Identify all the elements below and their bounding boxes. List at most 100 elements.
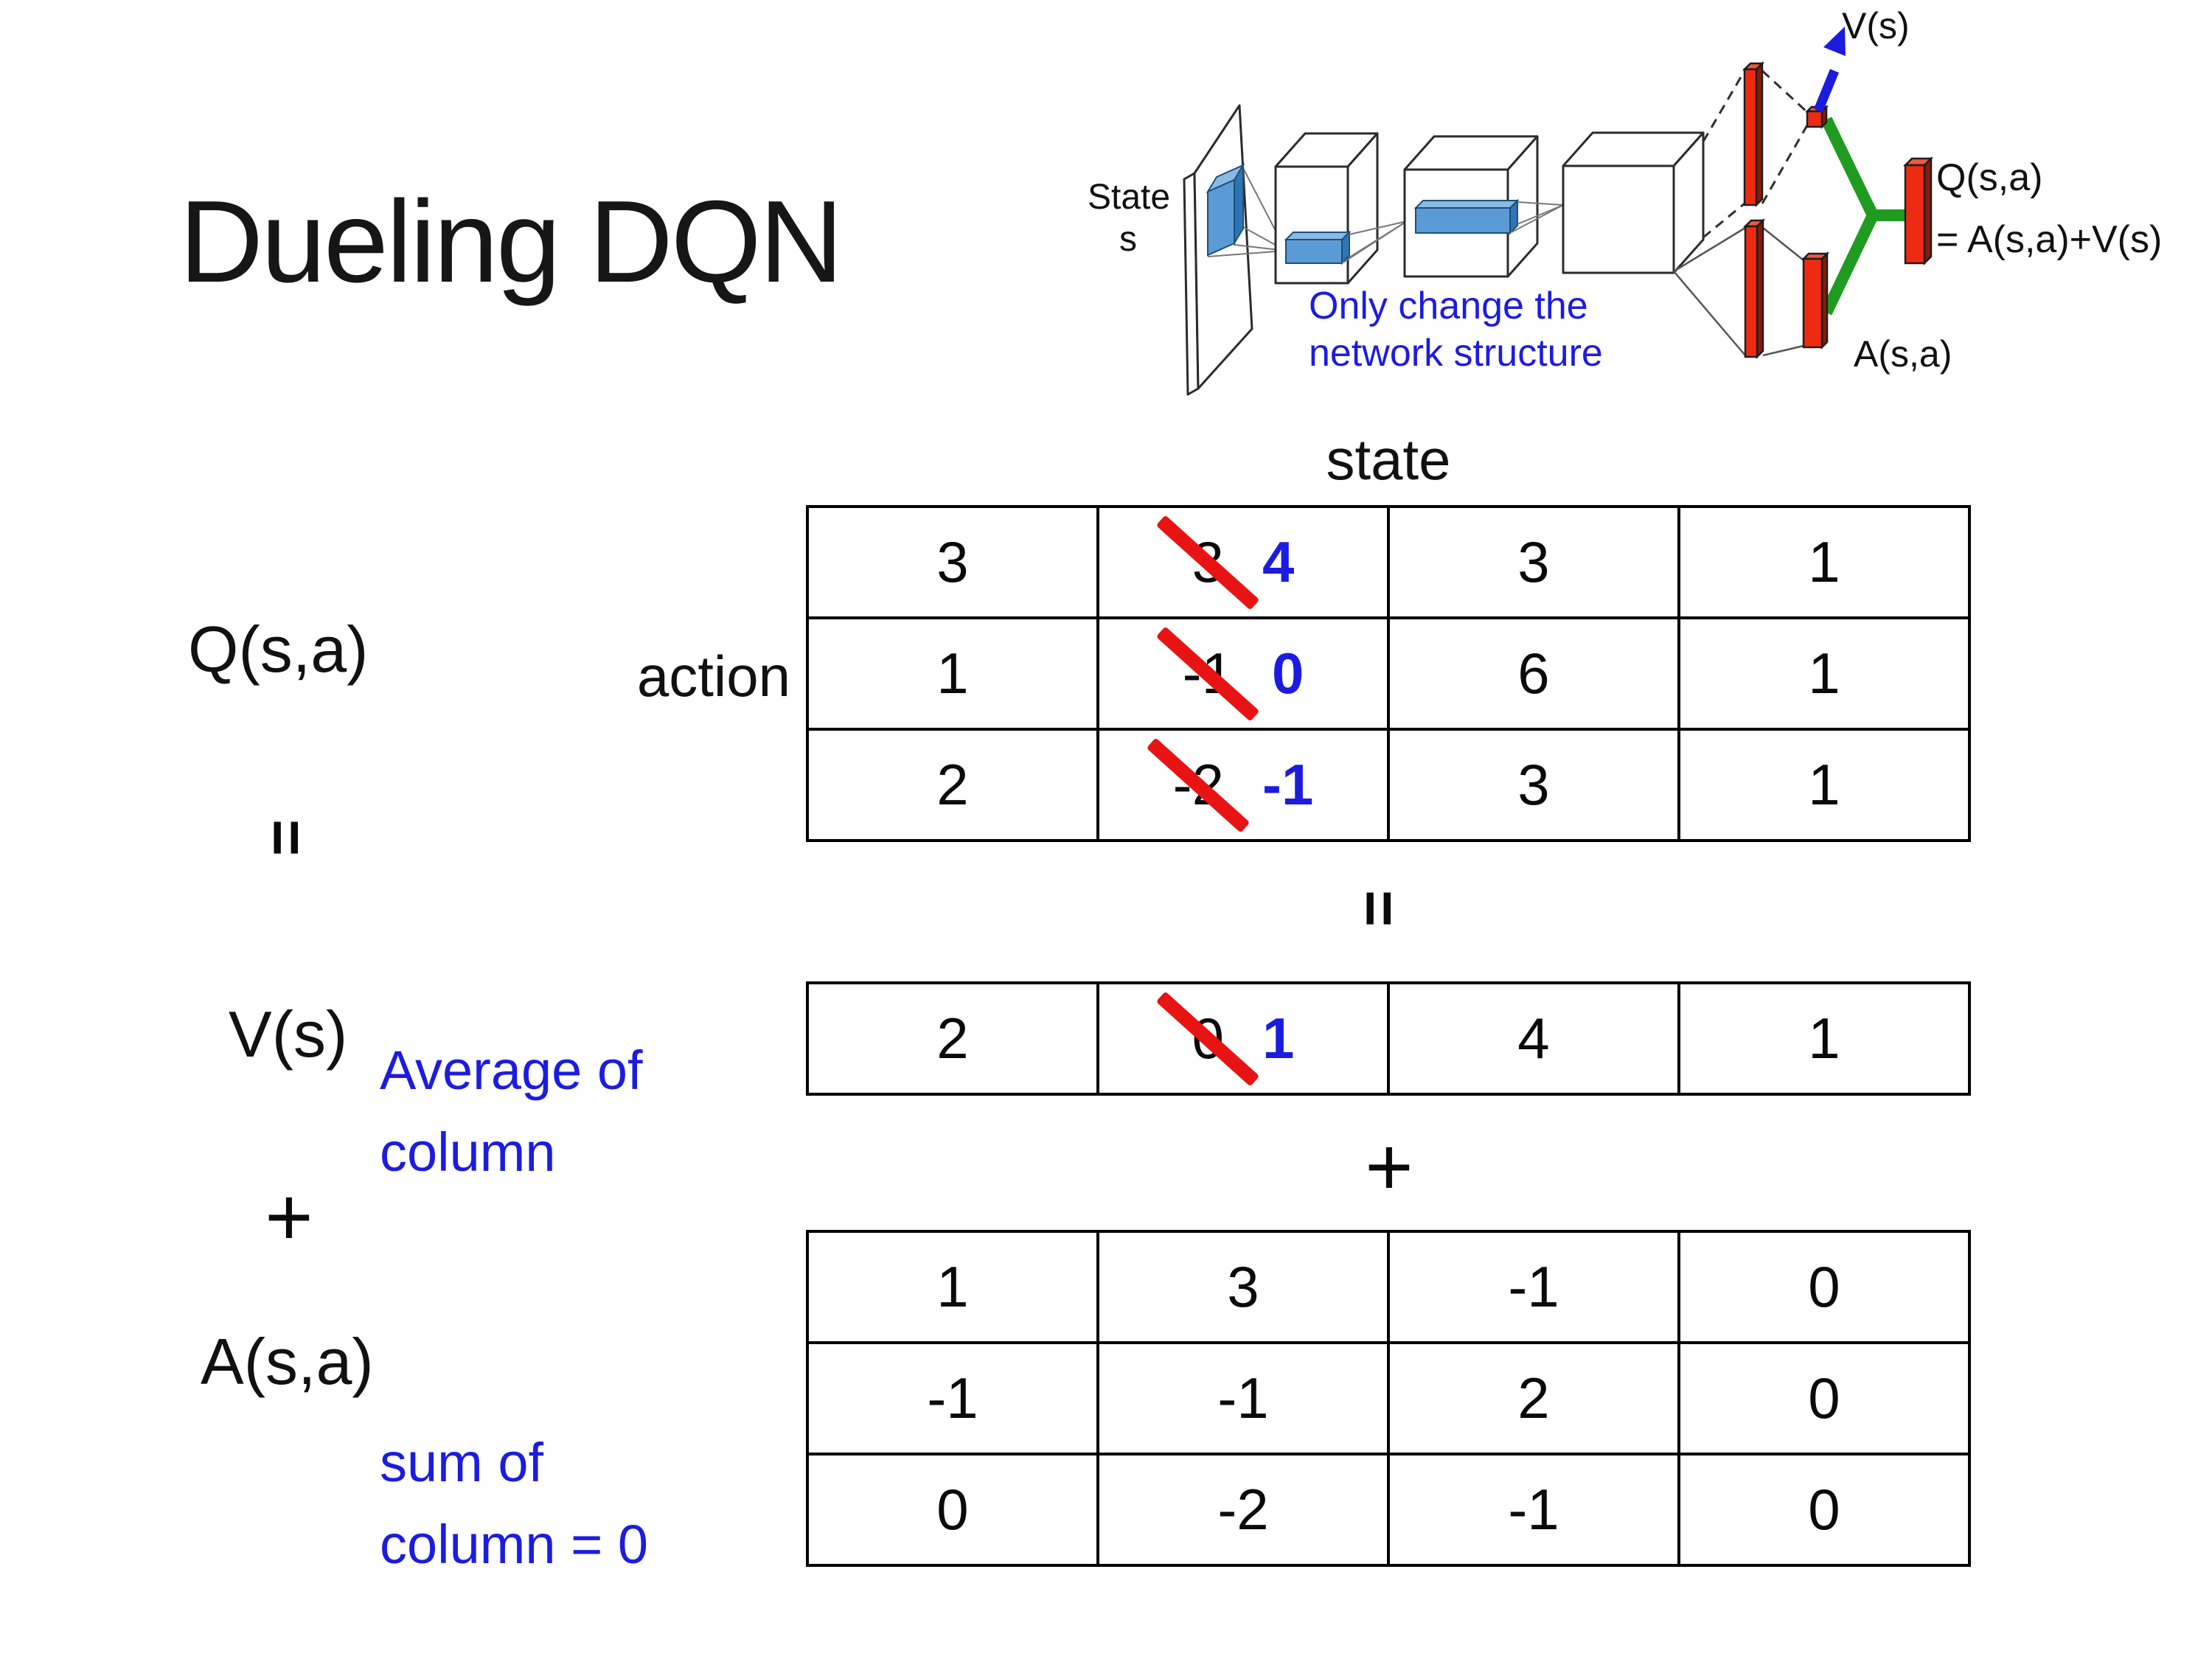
equals-sign-left: = bbox=[251, 818, 322, 857]
table-cell: -1 bbox=[1387, 1230, 1680, 1344]
table-cell: 1 bbox=[1677, 728, 1971, 842]
table-cell: 2 bbox=[806, 728, 1099, 842]
sum-note-line2: column = 0 bbox=[380, 1514, 649, 1575]
table-row: 0 -2 -1 0 bbox=[806, 1453, 1971, 1567]
network-diagram: State s V(s) Q(s,a) = A(s,a)+V(s) A(s,a)… bbox=[1088, 5, 2162, 396]
table-row: 2 -2-1 3 1 bbox=[806, 728, 1971, 842]
crossed-value: 0 bbox=[1156, 990, 1260, 1087]
crossed-value: 3 bbox=[1156, 514, 1260, 611]
cell-value: 1 bbox=[936, 1254, 969, 1319]
action-axis-label: action bbox=[636, 644, 790, 709]
equals-sign-center: = bbox=[1343, 889, 1415, 928]
table-cell: 0 bbox=[1677, 1230, 1971, 1344]
table-row: 2 01 4 1 bbox=[806, 981, 1971, 1096]
fan-line bbox=[1509, 204, 1564, 234]
a-matrix-label: A(s,a) bbox=[201, 1325, 374, 1398]
sum-note: sum of column = 0 bbox=[380, 1422, 648, 1585]
feature-bar-1-top bbox=[1284, 232, 1352, 240]
cell-value: 3 bbox=[1517, 529, 1550, 594]
crossed-value: -1 bbox=[1156, 625, 1260, 722]
cell-value: 2 bbox=[936, 1006, 969, 1071]
plus-sign-center: + bbox=[1365, 1120, 1413, 1213]
state-axis-label: state bbox=[1326, 427, 1451, 492]
state-sub-label: s bbox=[1119, 220, 1137, 259]
table-row: 1 3 -1 0 bbox=[806, 1230, 1971, 1344]
conv-box-1 bbox=[1274, 165, 1349, 285]
solid-connection bbox=[1762, 227, 1804, 261]
table-cell: -2 bbox=[1096, 1453, 1390, 1567]
a-table: 1 3 -1 0 -1 -1 2 0 0 -2 -1 0 bbox=[806, 1230, 1971, 1567]
cell-value: 0 bbox=[1808, 1254, 1840, 1319]
cell-value: -1 bbox=[1508, 1477, 1559, 1542]
plus-sign-left: + bbox=[265, 1170, 313, 1263]
cell-value: 1 bbox=[1808, 641, 1840, 706]
value-arrow bbox=[1813, 69, 1840, 113]
table-row: -1 -1 2 0 bbox=[806, 1341, 1971, 1455]
table-cell: 1 bbox=[1677, 616, 1971, 731]
value-node bbox=[1806, 110, 1823, 128]
table-cell: -10 bbox=[1096, 616, 1390, 731]
table-cell: 1 bbox=[806, 616, 1099, 731]
table-cell: 3 bbox=[1387, 505, 1680, 619]
table-cell: 4 bbox=[1387, 981, 1680, 1096]
green-merge-upper bbox=[1820, 116, 1879, 218]
page-title: Dueling DQN bbox=[179, 177, 844, 307]
cell-value: 1 bbox=[936, 641, 969, 706]
fan-line bbox=[1207, 250, 1287, 257]
q-table: 3 34 3 1 1 -10 6 1 2 -2-1 3 1 bbox=[806, 505, 1971, 842]
vs-output-label: V(s) bbox=[1842, 5, 1910, 46]
cell-value: 3 bbox=[936, 529, 969, 594]
cell-value: 1 bbox=[1808, 529, 1840, 594]
q-matrix-label: Q(s,a) bbox=[188, 613, 369, 686]
dashed-connection bbox=[1702, 70, 1746, 142]
cell-value: 1 bbox=[1808, 752, 1840, 817]
table-cell: 0 bbox=[806, 1453, 1099, 1567]
q-output-bar-side bbox=[1923, 156, 1933, 266]
table-cell: 3 bbox=[1387, 728, 1680, 842]
conv-kernel-side bbox=[1234, 162, 1244, 246]
new-value: -1 bbox=[1262, 752, 1314, 817]
q-output-label-line2: = A(s,a)+V(s) bbox=[1936, 218, 2162, 261]
table-row: 1 -10 6 1 bbox=[806, 616, 1971, 731]
table-cell: 6 bbox=[1387, 616, 1680, 731]
table-cell: 1 bbox=[1677, 505, 1971, 619]
fan-line bbox=[1341, 220, 1408, 264]
conv-kernel bbox=[1207, 178, 1235, 257]
diagram-note-line1: Only change the bbox=[1309, 285, 1588, 327]
cell-value: 3 bbox=[1517, 752, 1550, 817]
new-value: 0 bbox=[1271, 641, 1304, 706]
value-arrow-head bbox=[1823, 27, 1846, 56]
v-table: 2 01 4 1 bbox=[806, 981, 1971, 1096]
dashed-connection bbox=[1761, 125, 1809, 204]
feature-bar-2-top bbox=[1413, 200, 1520, 209]
new-value: 4 bbox=[1262, 529, 1295, 594]
table-cell: -2-1 bbox=[1096, 728, 1390, 842]
fan-line bbox=[1517, 201, 1564, 206]
crossed-value: -2 bbox=[1147, 737, 1251, 833]
fan-line bbox=[1349, 220, 1408, 235]
table-cell: 34 bbox=[1096, 505, 1390, 619]
average-note-line2: column bbox=[380, 1121, 556, 1183]
table-cell: -1 bbox=[806, 1341, 1099, 1455]
advantage-bar bbox=[1802, 257, 1823, 349]
table-cell: 1 bbox=[1677, 981, 1971, 1096]
v-matrix-label: V(s) bbox=[229, 998, 348, 1071]
new-value: 1 bbox=[1262, 1006, 1295, 1071]
cell-value: 0 bbox=[1808, 1477, 1840, 1542]
table-cell: 2 bbox=[1387, 1341, 1680, 1455]
cell-value: -1 bbox=[1508, 1254, 1559, 1319]
dashed-connection bbox=[1761, 69, 1809, 114]
feature-bar-1 bbox=[1285, 239, 1343, 264]
as-output-label: A(s,a) bbox=[1854, 333, 1952, 375]
solid-connection bbox=[1762, 344, 1804, 357]
table-cell: 01 bbox=[1096, 981, 1390, 1096]
cell-value: 4 bbox=[1517, 1006, 1550, 1071]
table-cell: 1 bbox=[806, 1230, 1099, 1344]
table-cell: 2 bbox=[806, 981, 1099, 1096]
state-label: State bbox=[1088, 178, 1170, 217]
green-merge-lower bbox=[1820, 212, 1879, 316]
sum-note-line1: sum of bbox=[380, 1432, 544, 1493]
cell-value: 3 bbox=[1227, 1254, 1259, 1319]
dashed-connection bbox=[1703, 202, 1745, 239]
feature-bar-2 bbox=[1415, 207, 1511, 234]
